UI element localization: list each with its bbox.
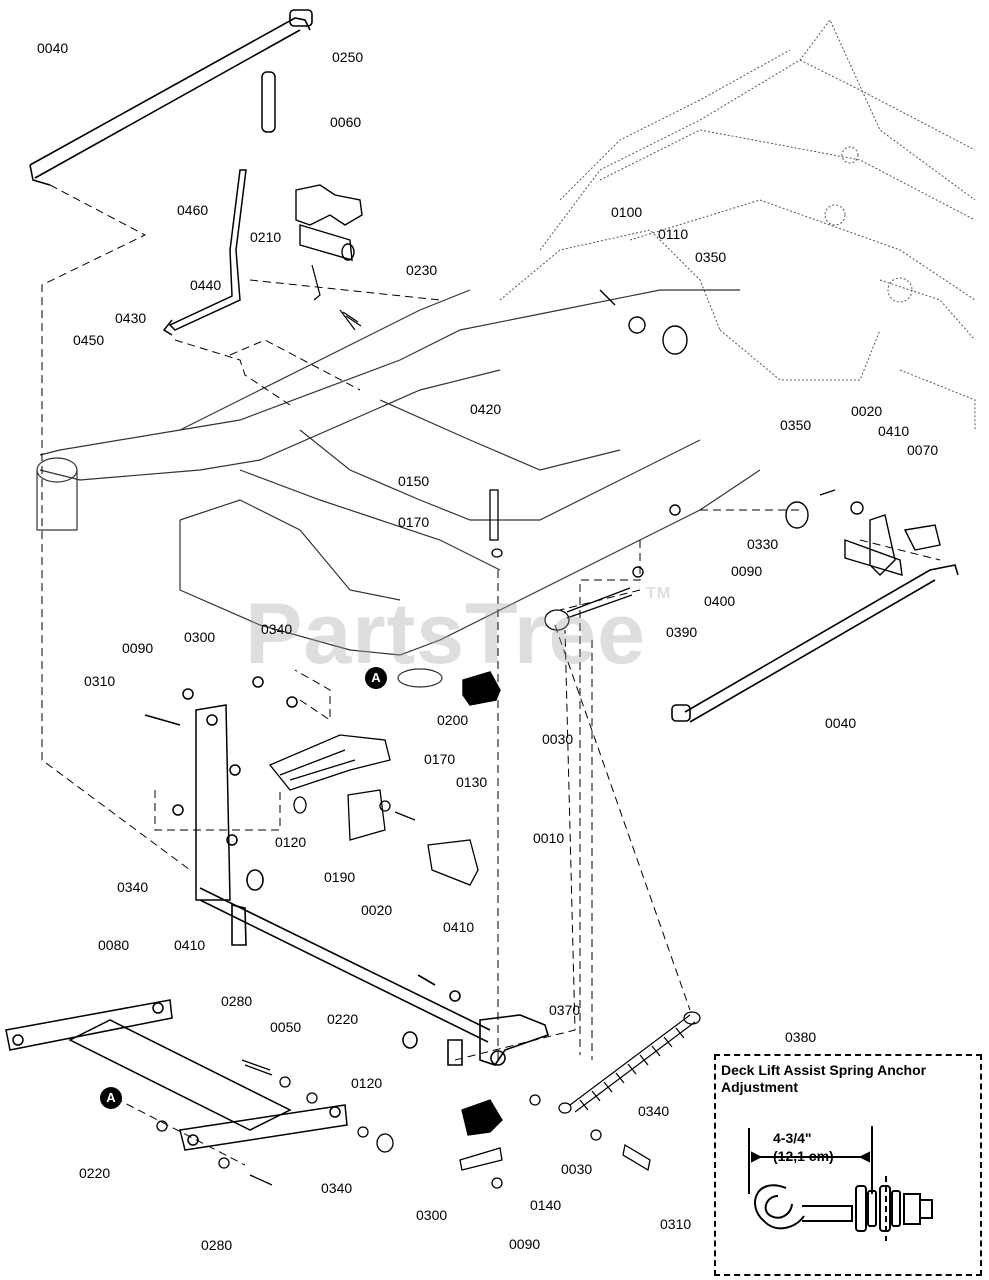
label-0140: 0140: [530, 1197, 562, 1213]
label-0190: 0190: [324, 869, 356, 885]
label-0430: 0430: [115, 310, 147, 326]
label-0230: 0230: [406, 262, 438, 278]
label-0040: 0040: [825, 715, 857, 731]
label-0350: 0350: [695, 249, 727, 265]
label-0030: 0030: [561, 1161, 593, 1177]
label-0310: 0310: [660, 1216, 692, 1232]
dimension-inches: 4-3/4": [773, 1130, 812, 1146]
label-0340: 0340: [321, 1180, 353, 1196]
label-0300: 0300: [416, 1207, 448, 1223]
label-0040: 0040: [37, 40, 69, 56]
label-0090: 0090: [731, 563, 763, 579]
label-0250: 0250: [332, 49, 364, 65]
label-0440: 0440: [190, 277, 222, 293]
right-pivot-parts: [632, 489, 941, 578]
label-0220: 0220: [79, 1165, 111, 1181]
label-0220: 0220: [327, 1011, 359, 1027]
rod-0040-top: [29, 9, 313, 186]
label-0020: 0020: [851, 403, 883, 419]
bracket-0190: [347, 789, 479, 886]
label-0410: 0410: [443, 919, 475, 935]
label-0150: 0150: [398, 473, 430, 489]
label-0410: 0410: [174, 937, 206, 953]
bracket-0060: [295, 184, 363, 261]
spring-0210-0230: [311, 264, 362, 331]
label-0310: 0310: [84, 673, 116, 689]
label-0170: 0170: [398, 514, 430, 530]
shaft-0050: [199, 869, 549, 1066]
lever-0460: [162, 71, 276, 336]
label-0410: 0410: [878, 423, 910, 439]
label-0010: 0010: [533, 830, 565, 846]
label-0330: 0330: [747, 536, 779, 552]
label-0350: 0350: [780, 417, 812, 433]
label-0300: 0300: [184, 629, 216, 645]
pedal-0200: [268, 734, 391, 814]
label-0050: 0050: [270, 1019, 302, 1035]
callout-a-bottom: A: [100, 1087, 122, 1109]
left-plate: [144, 676, 298, 901]
label-0340: 0340: [261, 621, 293, 637]
main-frame: [36, 289, 761, 688]
label-0060: 0060: [330, 114, 362, 130]
rod-0040-right: [671, 564, 959, 723]
spring-anchor-inset: Deck Lift Assist Spring Anchor Adjustmen…: [714, 1054, 982, 1276]
label-0450: 0450: [73, 332, 105, 348]
label-0390: 0390: [666, 624, 698, 640]
label-0090: 0090: [509, 1236, 541, 1252]
label-0080: 0080: [98, 937, 130, 953]
label-0030: 0030: [542, 731, 574, 747]
label-0090: 0090: [122, 640, 154, 656]
bracket-0030-top: [462, 671, 501, 706]
label-0340: 0340: [638, 1103, 670, 1119]
label-0210: 0210: [250, 229, 282, 245]
label-0340: 0340: [117, 879, 149, 895]
label-0130: 0130: [456, 774, 488, 790]
eye-bolt-drawing: [748, 1126, 933, 1241]
label-0020: 0020: [361, 902, 393, 918]
label-0280: 0280: [221, 993, 253, 1009]
inset-title: Deck Lift Assist Spring Anchor Adjustmen…: [721, 1062, 927, 1095]
label-0380: 0380: [785, 1029, 817, 1045]
label-0460: 0460: [177, 202, 209, 218]
pivot-parts-top: [599, 289, 688, 355]
frame-outline: [499, 19, 976, 430]
label-0120: 0120: [275, 834, 307, 850]
label-0170: 0170: [424, 751, 456, 767]
watermark-text: PartsTreeTM: [245, 585, 672, 682]
label-0420: 0420: [470, 401, 502, 417]
label-0120: 0120: [351, 1075, 383, 1091]
assembly-lines: [41, 184, 941, 1166]
hardware-bottom: [156, 1059, 651, 1189]
label-0100: 0100: [611, 204, 643, 220]
label-0280: 0280: [201, 1237, 233, 1253]
label-0110: 0110: [658, 226, 689, 242]
label-0070: 0070: [907, 442, 939, 458]
label-0400: 0400: [704, 593, 736, 609]
label-0370: 0370: [549, 1002, 581, 1018]
spring-0380: [558, 1011, 701, 1114]
label-0200: 0200: [437, 712, 469, 728]
callout-a-top: A: [365, 667, 387, 689]
bracket-0080: [5, 999, 348, 1151]
